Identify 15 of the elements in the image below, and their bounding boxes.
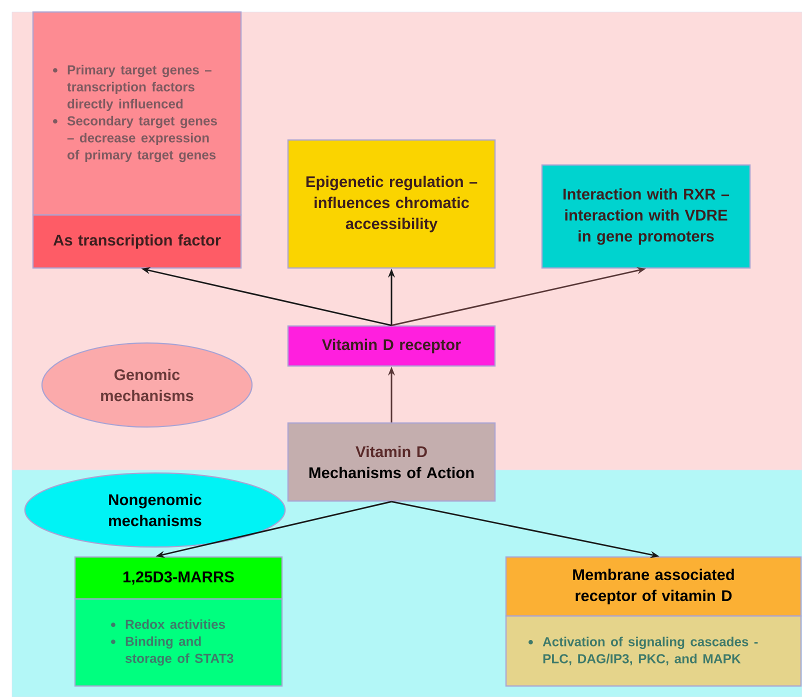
process-box: Interaction with RXR – interaction with VDRE in gene promoters <box>541 164 751 269</box>
bullet-item: Redox activities <box>111 619 225 629</box>
bullet-item: Activation of signaling cascades - PLC, DAG/IP3, PKC, and MAPK <box>528 636 758 666</box>
process-box: Epigenetic regulation – influences chromatic accessibility <box>287 139 496 269</box>
bullet-item: Secondary target genes – decrease expression of primary target genes <box>53 116 217 162</box>
label-box: As transcription factor <box>32 214 242 269</box>
bullet-item: Primary target genes – transcription factors directly influenced <box>53 64 212 112</box>
list-box <box>505 615 802 687</box>
bullet-item: Binding and storage of STAT3 <box>111 636 234 666</box>
label-box: Membrane associated receptor of vitamin D <box>505 556 802 617</box>
process-box: Vitamin D receptor <box>287 325 496 367</box>
central-box: Vitamin D Mechanisms of Action <box>287 422 496 502</box>
list-box <box>32 11 242 216</box>
label-box: 1,25D3-MARRS <box>74 556 283 600</box>
list-box <box>74 598 283 687</box>
